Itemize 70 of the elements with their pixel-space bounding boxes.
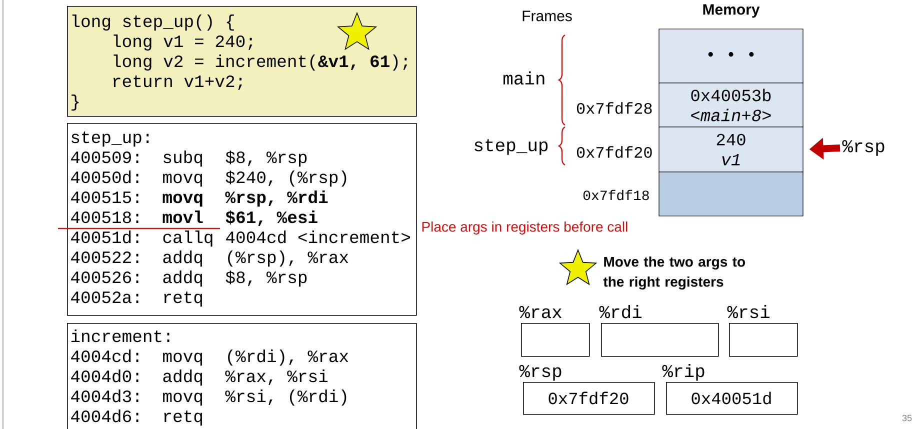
memory-cell: 240 v1 [658, 126, 804, 172]
register-name: %rdi [599, 304, 642, 318]
instruction-text: movq [163, 352, 202, 366]
register-value: 0x40051d [692, 392, 771, 404]
instruction-text: movq [163, 392, 202, 406]
operand-text: (%rdi), %rax [228, 350, 348, 366]
address-text: 40051d: [71, 230, 138, 244]
memory-cell: • • • [658, 28, 804, 84]
instruction-text: movq [163, 174, 202, 187]
register-box [727, 304, 798, 357]
operand-text: 4004cd <increment> [226, 230, 410, 244]
register-box [519, 365, 655, 415]
instruction-text: retq [164, 410, 202, 426]
note-text: Move the two args to the right registers [603, 256, 745, 290]
register-name: %rsp [842, 140, 884, 156]
code-line: long v1 = 240; [114, 34, 252, 51]
register-box [599, 304, 719, 357]
code-box [67, 123, 417, 316]
code-line: long step_up() { [72, 14, 234, 31]
address-text: 400522: [71, 252, 138, 264]
function-label: step_up: [72, 132, 149, 147]
address-label: 0x7fdf28 [576, 102, 652, 114]
register-box [662, 364, 798, 415]
operand-text: $8, %rsp [226, 270, 307, 287]
note-text: Place args in registers before call [422, 221, 628, 235]
operand-text: %rsp, %rdi [225, 190, 328, 207]
address-text: 4004d0: [71, 370, 138, 382]
instruction-text: movl [162, 210, 203, 224]
instruction-text: subq [164, 150, 202, 167]
code-box [67, 6, 417, 117]
operand-text: (%rsp), %rax [228, 250, 348, 267]
instruction-text: movq [162, 194, 202, 207]
operand-text: $8, %rsp [226, 150, 307, 167]
instruction-text: retq [164, 292, 202, 307]
address-text: 400518: [71, 212, 138, 224]
operand-text: %rsi, (%rdi) [225, 390, 346, 406]
memory-cell [658, 172, 804, 216]
register-name: %rsp [519, 365, 562, 381]
address-text: 40050d: [71, 170, 138, 184]
code-line: long v2 = increment(&v1, 61); [114, 54, 408, 71]
register-name: %rip [662, 364, 704, 381]
address-text: 400526: [71, 272, 138, 284]
instruction-text: callq [163, 230, 212, 247]
frame-label: step_up [474, 139, 548, 155]
function-label: increment: [71, 330, 170, 342]
instruction-text: addq [163, 250, 202, 267]
operand-text: $61, %esi [226, 210, 318, 226]
operand-text: %rax, %rsi [225, 370, 328, 386]
address-text: 40052a: [71, 292, 138, 304]
register-name: %rax [519, 306, 562, 318]
operand-text: $240, (%rsp) [226, 170, 346, 187]
code-box [67, 323, 417, 429]
address-label: 0x7fdf20 [576, 146, 652, 158]
address-text: 400509: [71, 152, 138, 164]
frame-label: main [503, 71, 544, 85]
address-text: 4004d6: [71, 410, 138, 422]
address-text: 400515: [71, 192, 138, 204]
register-value: 0x7fdf20 [548, 392, 628, 404]
memory-cell: 0x40053b <main+8> [658, 82, 804, 128]
code-line: return v1+v2; [114, 76, 242, 90]
register-name: %rsi [727, 304, 770, 318]
address-text: 4004d3: [71, 390, 138, 402]
page-number: 35 [902, 414, 912, 422]
code-line: } [72, 94, 79, 111]
register-box [519, 306, 590, 357]
address-text: 4004cd: [71, 350, 138, 362]
instruction-text: addq [163, 270, 202, 287]
address-label: 0x7fdf18 [583, 190, 649, 200]
instruction-text: addq [163, 370, 202, 386]
heading-text: Frames [522, 10, 572, 22]
